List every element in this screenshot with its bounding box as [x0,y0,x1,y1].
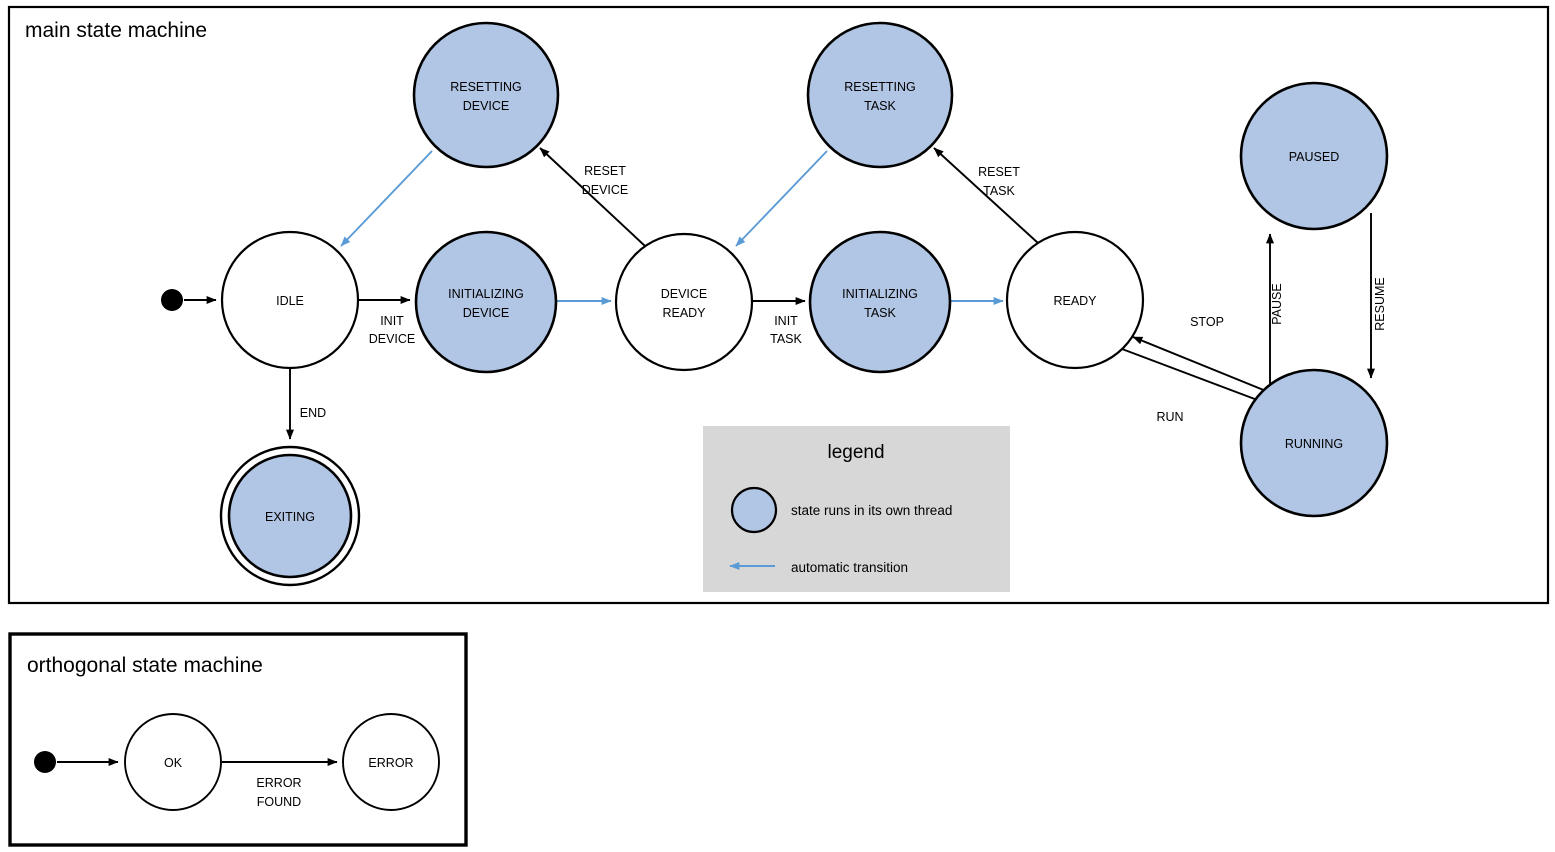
initial-state-marker [161,289,183,311]
state-exiting[interactable]: EXITING [219,445,361,587]
state-idle-label: IDLE [276,294,304,308]
transition-ready-to-resetting-task [933,147,1039,244]
state-exiting-label: EXITING [265,510,315,524]
legend-item-automatic-transition-text: automatic transition [791,560,908,575]
transition-resetting-task-to-device-ready [735,150,828,247]
transition-ready-to-running [1121,348,1269,405]
label-init-device-line1: INIT [380,314,404,328]
label-pause: PAUSE [1270,283,1284,324]
main-frame-title: main state machine [25,19,207,42]
label-init-task-line2: TASK [770,332,802,346]
orthogonal-initial-state-marker [34,751,56,773]
orthogonal-frame-title: orthogonal state machine [27,654,263,677]
state-ready[interactable]: READY [1005,230,1145,370]
legend: legend state runs in its own thread auto… [703,426,1010,592]
legend-item-thread-state-text: state runs in its own thread [791,503,952,518]
state-device-ready-label-2: READY [662,306,706,320]
label-error-found-line1: ERROR [256,776,301,790]
label-init-task-line1: INIT [774,314,798,328]
state-initializing-device[interactable]: INITIALIZING DEVICE [414,230,558,374]
state-initializing-task[interactable]: INITIALIZING TASK [808,230,952,374]
label-reset-task-line2: TASK [983,184,1015,198]
legend-thread-circle-icon [730,486,778,534]
label-resume: RESUME [1373,277,1387,330]
state-ok[interactable]: OK [124,713,222,811]
state-initializing-task-label-1: INITIALIZING [842,287,918,301]
state-paused[interactable]: PAUSED [1239,81,1389,231]
label-reset-device-line2: DEVICE [582,183,629,197]
state-initializing-device-label-2: DEVICE [463,306,510,320]
label-error-found-line2: FOUND [257,795,301,809]
label-reset-task-line1: RESET [978,165,1020,179]
state-device-ready[interactable]: DEVICE READY [614,232,754,372]
state-paused-label: PAUSED [1289,150,1339,164]
transition-running-to-ready [1132,336,1267,392]
label-end: END [300,406,326,420]
state-error-label: ERROR [368,756,413,770]
state-running-label: RUNNING [1285,437,1343,451]
transition-device-ready-to-resetting-device [539,147,646,247]
state-resetting-device-label-1: RESETTING [450,80,522,94]
legend-title: legend [827,442,884,463]
state-resetting-task-label-2: TASK [864,99,896,113]
main-frame [7,5,1550,605]
label-init-device-line2: DEVICE [369,332,416,346]
state-initializing-device-label-1: INITIALIZING [448,287,524,301]
state-resetting-task-label-1: RESETTING [844,80,916,94]
state-ready-label: READY [1053,294,1097,308]
state-error[interactable]: ERROR [342,713,440,811]
state-resetting-device[interactable]: RESETTING DEVICE [412,21,560,169]
transition-resetting-device-to-idle [340,150,433,247]
state-initializing-task-label-2: TASK [864,306,896,320]
label-reset-device-line1: RESET [584,164,626,178]
state-resetting-task[interactable]: RESETTING TASK [806,21,954,169]
label-run: RUN [1156,410,1183,424]
state-resetting-device-label-2: DEVICE [463,99,510,113]
state-idle[interactable]: IDLE [220,230,360,370]
state-ok-label: OK [164,756,183,770]
state-running[interactable]: RUNNING [1239,368,1389,518]
orthogonal-frame [8,632,468,847]
label-stop: STOP [1190,315,1224,329]
state-device-ready-label-1: DEVICE [661,287,708,301]
